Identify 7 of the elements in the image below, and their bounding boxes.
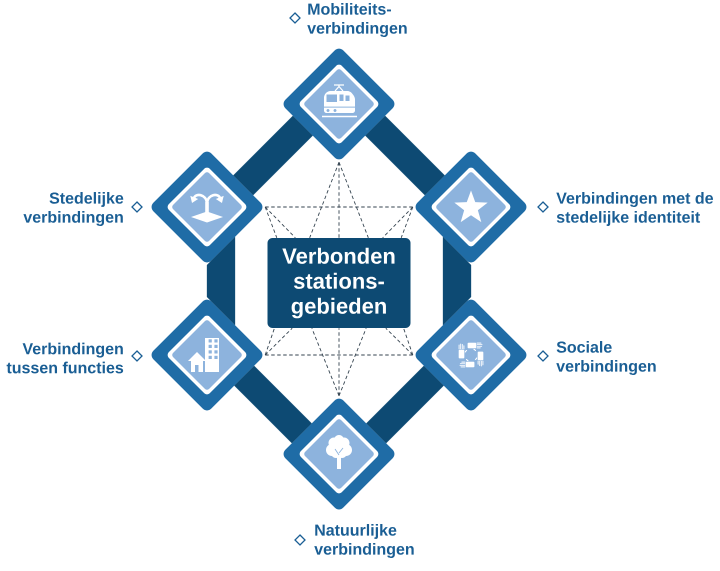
node-label: Verbindingen tussen functies xyxy=(6,342,124,374)
node-label: Natuurlijke verbindingen xyxy=(314,524,414,558)
node-label: Sociale verbindingen xyxy=(556,341,656,375)
node-label: Mobiliteits- verbindingen xyxy=(307,3,407,37)
title-box: Verbonden stations- gebieden xyxy=(268,238,410,328)
node-label: Stedelijke verbindingen xyxy=(23,192,124,226)
node-label: Verbindingen met de stedelijke identiteit xyxy=(556,192,713,226)
